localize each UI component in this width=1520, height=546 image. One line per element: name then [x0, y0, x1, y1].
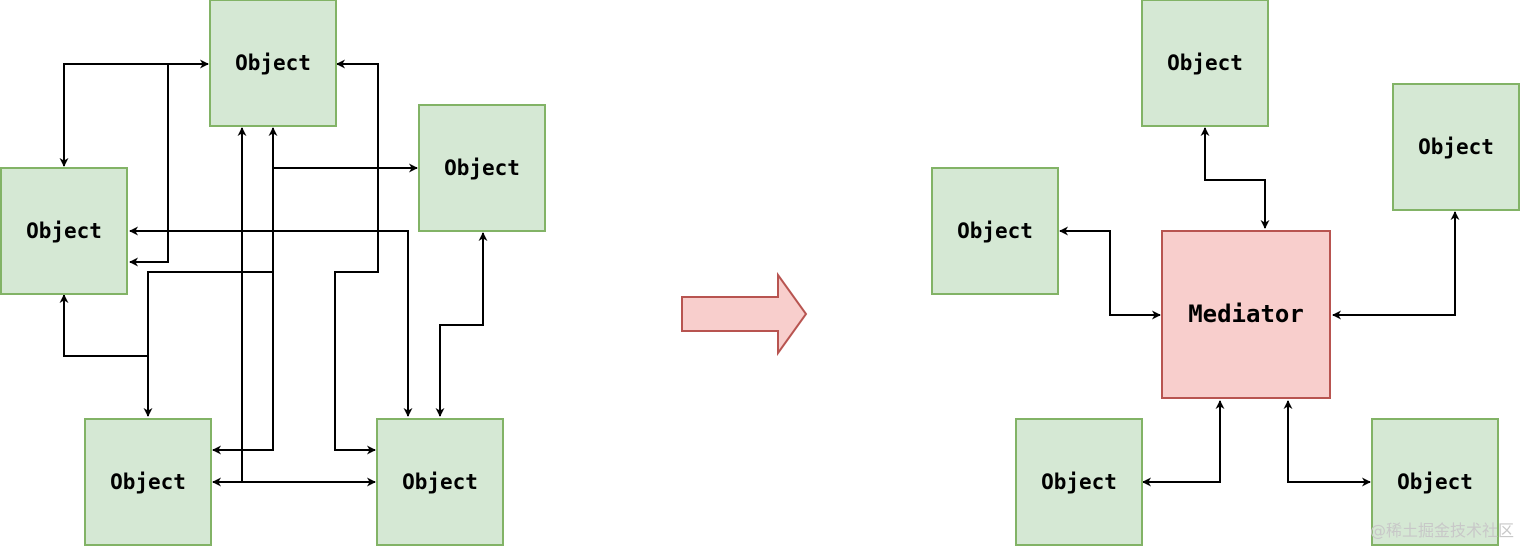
mediator-label: Mediator: [1188, 300, 1304, 328]
edge: [129, 63, 195, 267]
object-label: Object: [235, 51, 311, 75]
right-object-right[interactable]: Object: [1392, 83, 1520, 211]
object-label: Object: [402, 470, 478, 494]
left-object-bottom-right[interactable]: Object: [376, 418, 504, 546]
edge: [435, 232, 488, 417]
edge: [1283, 400, 1371, 487]
transition-arrow-icon: [681, 271, 808, 357]
right-object-bottom-right[interactable]: Object: [1371, 418, 1499, 546]
object-label: Object: [1397, 470, 1473, 494]
edge: [1200, 127, 1270, 229]
left-object-right[interactable]: Object: [418, 104, 546, 232]
mediator-box[interactable]: Mediator: [1161, 230, 1331, 399]
left-object-left[interactable]: Object: [0, 167, 128, 295]
edge: [59, 59, 209, 167]
object-label: Object: [957, 219, 1033, 243]
left-connections: [59, 59, 488, 487]
left-object-top[interactable]: Object: [209, 0, 337, 127]
edge: [1059, 226, 1161, 320]
edge: [59, 294, 148, 357]
watermark: @稀土掘金技术社区: [1370, 521, 1514, 540]
edge: [143, 271, 273, 417]
object-label: Object: [1167, 51, 1243, 75]
edge: [334, 59, 379, 455]
object-label: Object: [1418, 135, 1494, 159]
left-object-bottom-left[interactable]: Object: [84, 418, 212, 546]
object-label: Object: [26, 219, 102, 243]
object-label: Object: [444, 156, 520, 180]
edge: [1142, 400, 1225, 487]
right-object-left[interactable]: Object: [931, 167, 1059, 295]
right-object-bottom-left[interactable]: Object: [1015, 418, 1143, 546]
edge: [237, 127, 376, 487]
edge: [1332, 211, 1460, 320]
edge: [129, 226, 413, 417]
right-connections: [1059, 127, 1460, 487]
object-label: Object: [1041, 470, 1117, 494]
object-label: Object: [110, 470, 186, 494]
right-object-top[interactable]: Object: [1141, 0, 1269, 127]
